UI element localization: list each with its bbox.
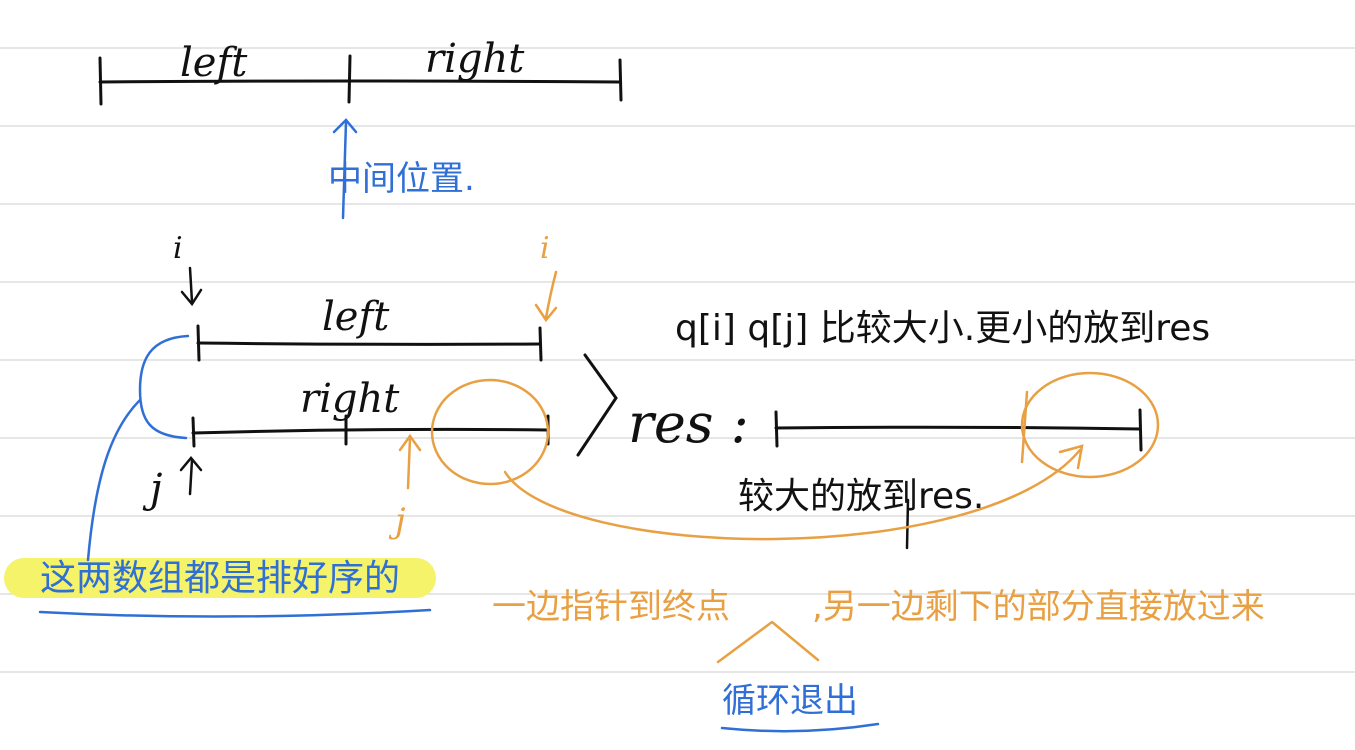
j-label-bottom: j — [142, 466, 162, 512]
merge-bracket — [576, 353, 618, 457]
sorted-note: 这两数组都是排好序的 — [40, 558, 400, 599]
sorted-note-underline — [38, 608, 432, 618]
i-end-arrow — [534, 270, 558, 323]
sorted-brace — [86, 334, 190, 562]
one-side-end-note: 一边指针到终点 — [492, 587, 730, 627]
copy-note: 较大的放到res. — [738, 476, 984, 517]
top-segment — [98, 54, 623, 106]
left-array-segment — [196, 324, 543, 362]
middle-arrow — [332, 118, 358, 220]
result-array-segment — [774, 408, 1143, 452]
sorted-note-highlight — [4, 558, 436, 598]
j-pointer-arrow — [179, 456, 203, 496]
middle-position-note: 中间位置. — [328, 159, 475, 199]
loop-exit-underline — [720, 722, 880, 733]
j-label-end: j — [388, 501, 406, 541]
ruled-lines — [0, 47, 1355, 673]
remaining-copy-path — [430, 371, 1160, 541]
i-label-top: i — [173, 231, 183, 266]
caret-mark — [716, 620, 820, 664]
other-side-note: ,另一边剩下的部分直接放过来 — [812, 587, 1265, 627]
left-array-label: left — [322, 294, 390, 340]
compare-note: q[i] q[j] 比较大小.更小的放到res — [675, 308, 1210, 349]
right-array-label: right — [300, 376, 400, 422]
top-right-label: right — [425, 36, 525, 82]
top-left-label: left — [180, 40, 248, 86]
loop-exit-note: 循环退出 — [722, 681, 858, 721]
copy-note-connector — [905, 498, 910, 550]
i-pointer-arrow — [180, 266, 203, 307]
j-end-arrow — [398, 433, 422, 490]
res-label: res : — [628, 392, 749, 455]
i-label-end: i — [540, 231, 550, 266]
